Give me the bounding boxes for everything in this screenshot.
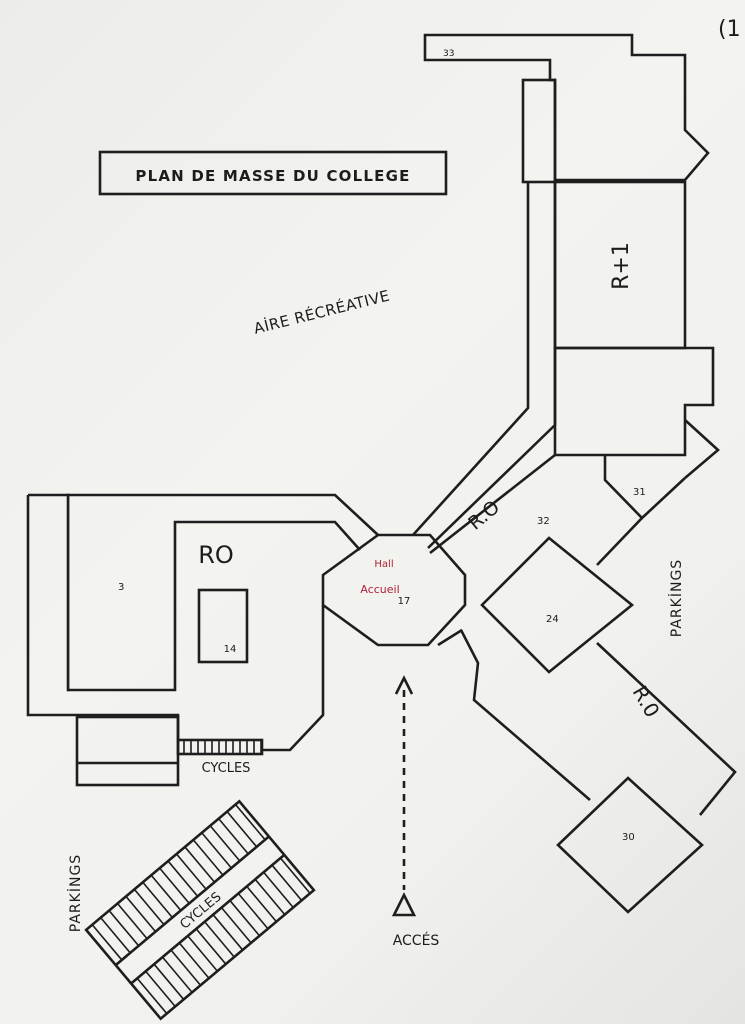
hall-label-line1: Hall bbox=[374, 559, 393, 570]
room-32: 32 bbox=[537, 516, 550, 527]
cycle-slot bbox=[91, 924, 123, 961]
wing-31-link bbox=[596, 517, 643, 566]
cycle-slot bbox=[195, 928, 227, 965]
corridor-wall-east bbox=[427, 182, 557, 549]
cycle-slot bbox=[229, 900, 261, 937]
plan-title: PLAN DE MASSE DU COLLEGE bbox=[135, 167, 410, 185]
cycle-park-lane-top bbox=[114, 835, 270, 967]
corridor-top bbox=[521, 78, 557, 184]
cycle-park-outline bbox=[84, 799, 316, 1021]
cycle-slot bbox=[170, 949, 202, 986]
cycle-slot bbox=[167, 860, 199, 897]
cycle-slot bbox=[220, 907, 252, 944]
label-r0-right: R.0 bbox=[628, 682, 665, 722]
cycle-slot bbox=[254, 878, 286, 916]
access-triangle-icon bbox=[391, 892, 417, 917]
building-30 bbox=[556, 776, 704, 914]
cycle-slot bbox=[237, 892, 269, 930]
label-parkings-left: PARKİNGS bbox=[66, 854, 84, 932]
hall-label-line2: Accueil bbox=[360, 583, 399, 596]
room-33: 33 bbox=[443, 49, 454, 59]
wing-r0-wall-east bbox=[596, 642, 737, 816]
cycle-slot bbox=[145, 970, 176, 1008]
hall-south-west-link bbox=[262, 605, 325, 752]
cycle-slot bbox=[234, 803, 266, 841]
label-cycles-small: CYCLES bbox=[202, 761, 251, 776]
cycle-slot bbox=[136, 977, 168, 1015]
label-acces: ACCÉS bbox=[393, 932, 440, 949]
hall-south-east-link bbox=[437, 628, 463, 647]
cycle-park-slots bbox=[91, 803, 311, 1015]
room-24: 24 bbox=[546, 614, 559, 625]
east-wedge bbox=[684, 419, 720, 479]
cycle-slot bbox=[271, 864, 303, 901]
cycle-slot bbox=[279, 857, 311, 894]
cycle-slot bbox=[187, 935, 218, 972]
cycle-slot bbox=[133, 888, 165, 926]
building-14 bbox=[197, 588, 249, 664]
cycle-slot bbox=[142, 881, 173, 919]
cycle-slot bbox=[263, 871, 294, 909]
cycle-slot bbox=[178, 942, 210, 979]
building-24 bbox=[480, 536, 635, 674]
wing-r0-wall-west bbox=[459, 629, 591, 801]
cycle-slot bbox=[108, 910, 140, 947]
building-east bbox=[553, 346, 715, 457]
cycle-park: CYCLES bbox=[84, 799, 316, 1021]
cycle-slot bbox=[153, 963, 185, 1000]
room-30: 30 bbox=[622, 832, 635, 843]
cycle-slot bbox=[246, 885, 277, 923]
room-14: 14 bbox=[224, 644, 237, 655]
cycle-rack-small-slots bbox=[183, 740, 262, 754]
label-parkings-right: PARKİNGS bbox=[667, 559, 685, 637]
access-arrow-head bbox=[394, 675, 414, 695]
west-building-inner bbox=[68, 520, 361, 692]
label-aire-recreative: AİRE RÉCRÉATIVE bbox=[252, 286, 392, 338]
cycle-slot bbox=[209, 825, 241, 862]
building-33 bbox=[423, 33, 710, 182]
west-building-top bbox=[28, 493, 379, 536]
cycle-slot bbox=[192, 839, 224, 876]
cycle-slot bbox=[150, 874, 182, 911]
cycle-slot bbox=[201, 832, 232, 869]
cycle-slot bbox=[159, 867, 190, 904]
corridor-wall-west bbox=[412, 182, 530, 536]
west-building-outer bbox=[26, 495, 180, 740]
cycle-slot bbox=[204, 921, 235, 958]
diagonal-wing-top bbox=[429, 453, 556, 555]
cycle-slot bbox=[125, 895, 157, 933]
cycle-slot bbox=[100, 917, 131, 954]
corner-mark: (1 bbox=[718, 17, 741, 42]
cycle-rack-small bbox=[176, 738, 264, 756]
cycle-park-lane-bottom bbox=[130, 853, 286, 985]
title-box bbox=[98, 150, 448, 196]
room-17: 17 bbox=[398, 596, 411, 607]
label-r0-diagonal: R.O bbox=[464, 496, 504, 534]
cycle-slot bbox=[218, 818, 249, 855]
room-31: 31 bbox=[633, 487, 646, 498]
building-31 bbox=[603, 455, 686, 520]
cycle-slot bbox=[184, 846, 216, 883]
cycle-slot bbox=[226, 811, 258, 848]
hall-accueil bbox=[321, 533, 467, 647]
cycle-slot bbox=[161, 956, 193, 993]
cycle-slot bbox=[212, 914, 244, 951]
cycle-slot bbox=[116, 902, 148, 940]
room-3: 3 bbox=[118, 582, 124, 593]
cycle-slot bbox=[175, 853, 207, 890]
building-south-west bbox=[75, 715, 180, 787]
label-r0-left: RO bbox=[198, 541, 234, 569]
label-r1: R+1 bbox=[609, 242, 634, 290]
